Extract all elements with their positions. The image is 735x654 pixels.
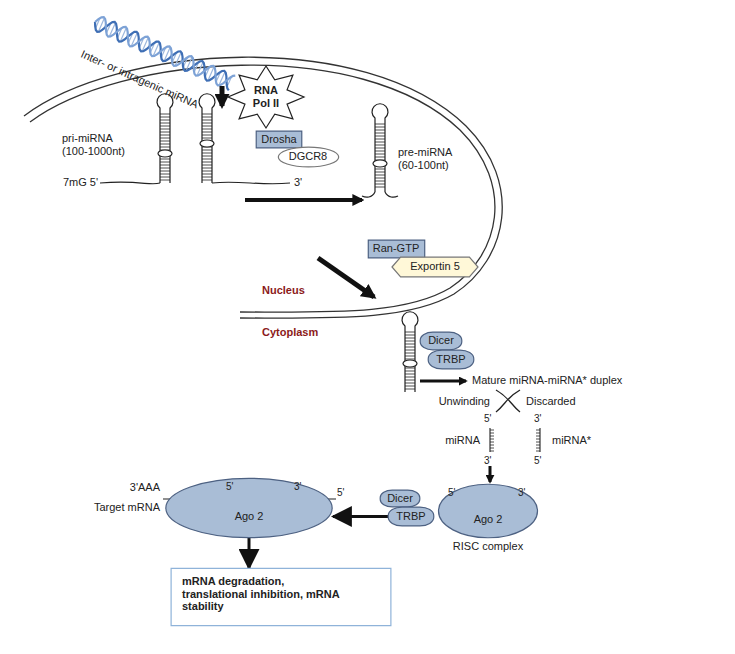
protein-box: Drosha <box>256 131 302 148</box>
text-label: 5' <box>337 487 344 499</box>
text-label: Cytoplasm <box>262 326 318 339</box>
text-label: pri-miRNA (100-1000nt) <box>62 132 134 158</box>
text-label: 5' <box>534 455 541 467</box>
unwinding-cross <box>496 390 520 412</box>
text-label: 3' <box>294 176 302 189</box>
transcription-arrow <box>220 86 225 106</box>
node-label: Drosha <box>261 133 296 146</box>
node-outline <box>171 568 391 625</box>
process-arrow <box>489 466 492 482</box>
text-label: 5' <box>226 481 233 493</box>
pre-mirna-hairpin <box>362 104 398 197</box>
text-label: Discarded <box>526 395 576 408</box>
node-label: Ran-GTP <box>373 242 419 255</box>
node-label: Dicer <box>387 492 413 505</box>
text-label: 3' <box>518 487 525 499</box>
text-label: 5' <box>484 413 491 425</box>
text-label: miRNA* <box>552 434 591 447</box>
node-outline <box>166 478 332 537</box>
text-label: 3' <box>534 413 541 425</box>
node-outline <box>278 147 338 167</box>
connector-arrow <box>248 538 251 568</box>
node-label: Ago 2 <box>474 513 503 526</box>
text-label: 3'AAA <box>130 481 160 494</box>
text-label: 7mG 5' <box>63 176 98 189</box>
text-label: miRNA <box>445 434 480 447</box>
text-label: 3' <box>484 455 491 467</box>
text-label: Target mRNA <box>94 501 160 514</box>
protein-blob: Dicer <box>420 332 462 350</box>
node-outline <box>392 257 478 277</box>
enzyme-star: RNA Pol II <box>228 66 304 128</box>
nuclear-membrane <box>30 65 495 312</box>
protein-box: Ran-GTP <box>368 240 425 258</box>
node-label: TRBP <box>396 510 425 523</box>
nuclear-membrane <box>24 57 502 318</box>
protein-blob: TRBP <box>388 507 434 526</box>
text-label: Mature miRNA-miRNA* duplex <box>472 374 622 387</box>
node-label: RNA Pol II <box>245 84 287 109</box>
node-outline <box>368 240 424 258</box>
outcome-box: mRNA degradation, translational inhibiti… <box>170 568 392 626</box>
process-arrow <box>420 380 466 383</box>
node-label: Ago 2 <box>235 510 264 523</box>
node-outline <box>428 350 474 369</box>
node-outline <box>228 66 304 128</box>
text-label: 5' <box>448 487 455 499</box>
text-label: pre-miRNA (60-100nt) <box>398 146 470 172</box>
protein-blob: TRBP <box>428 350 474 369</box>
text-label: Nucleus <box>262 284 305 297</box>
node-outline <box>439 484 538 537</box>
exportin-hexagon: Exportin 5 <box>392 257 478 277</box>
protein-ellipse: DGCR8 <box>278 147 339 167</box>
node-label: TRBP <box>436 353 465 366</box>
node-label: DGCR8 <box>289 150 328 163</box>
node-outline <box>420 332 462 350</box>
export-arrow <box>318 258 374 297</box>
text-label: 3' <box>294 481 301 493</box>
process-arrow <box>245 198 362 202</box>
node-outline <box>380 490 420 507</box>
protein-blob: Dicer <box>380 490 420 507</box>
pri-mirna-strand <box>100 182 290 184</box>
node-label: Exportin 5 <box>410 260 460 273</box>
mirna-strands <box>490 428 540 452</box>
node-shape <box>165 478 333 538</box>
node-caption: RISC complex <box>438 540 538 553</box>
node-outline <box>256 131 302 148</box>
dicer-hairpin <box>402 312 418 392</box>
node-outline <box>388 507 434 526</box>
text-label: Unwinding <box>439 395 490 408</box>
dna-helix <box>92 15 236 91</box>
connector-arrow <box>333 515 388 518</box>
node-label: mRNA degradation, translational inhibiti… <box>182 575 342 613</box>
ago-ellipse: Ago 2 <box>165 478 333 538</box>
node-label: Dicer <box>428 334 454 347</box>
